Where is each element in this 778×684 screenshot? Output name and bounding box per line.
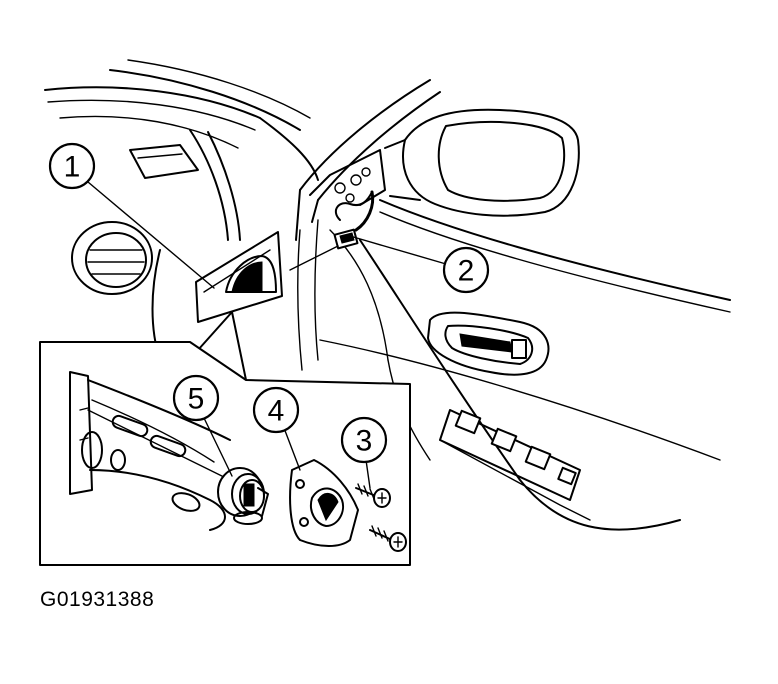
mirror-cover-garnish [195, 231, 283, 323]
leader-cover-to-harness [289, 245, 339, 271]
callout-5: 5 [172, 374, 220, 422]
callout-2: 2 [442, 246, 490, 294]
callout-1: 1 [48, 142, 96, 190]
dashboard-pillar-lines [44, 59, 319, 371]
callout-5-label: 5 [188, 383, 205, 416]
screws-part [355, 483, 407, 552]
grommet-part [217, 467, 269, 525]
callout-1-label: 1 [64, 151, 81, 184]
callout-2-label: 2 [458, 255, 475, 288]
callout-3: 3 [340, 416, 388, 464]
inner-door-handle [427, 311, 550, 376]
mirror-base-holes [334, 167, 371, 203]
callout-4: 4 [252, 386, 300, 434]
callout-4-label: 4 [268, 395, 285, 428]
callout-leaders [87, 181, 447, 489]
detail-inset [39, 341, 411, 566]
mounting-bracket-part [289, 459, 359, 547]
callout-3-label: 3 [356, 425, 373, 458]
power-window-switches [439, 409, 591, 521]
figure-id: G01931388 [40, 588, 155, 611]
detail-pointer [197, 311, 247, 381]
outside-mirror [384, 108, 580, 217]
air-vent [71, 221, 153, 295]
